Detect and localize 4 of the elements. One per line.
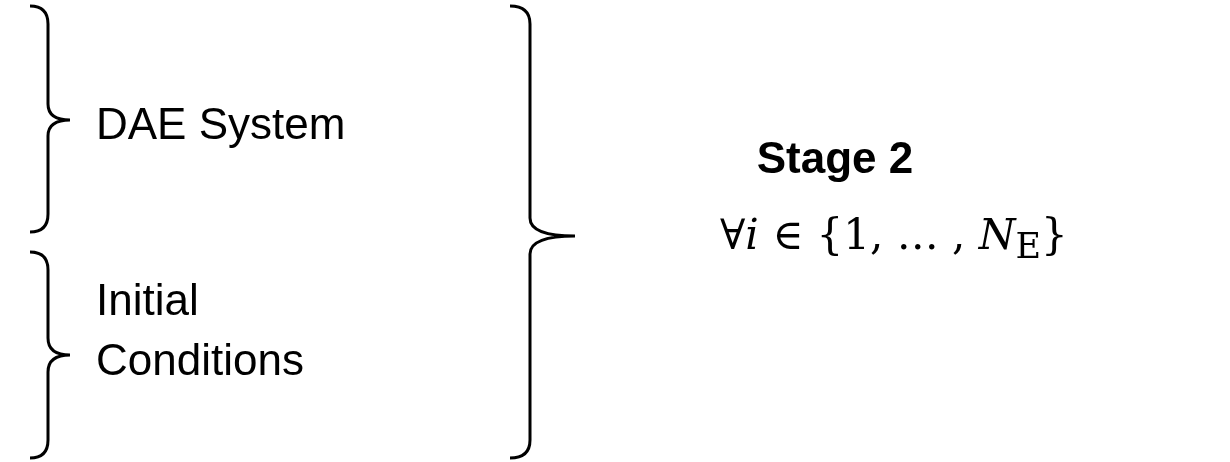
stage-heading: Stage 2 xyxy=(755,132,915,184)
label-text: DAE System xyxy=(96,98,347,150)
label-text: Initial Conditions xyxy=(96,274,305,386)
math-expression: ∀i ∈ {1, … , N$_{E}$} xyxy=(720,209,1069,269)
